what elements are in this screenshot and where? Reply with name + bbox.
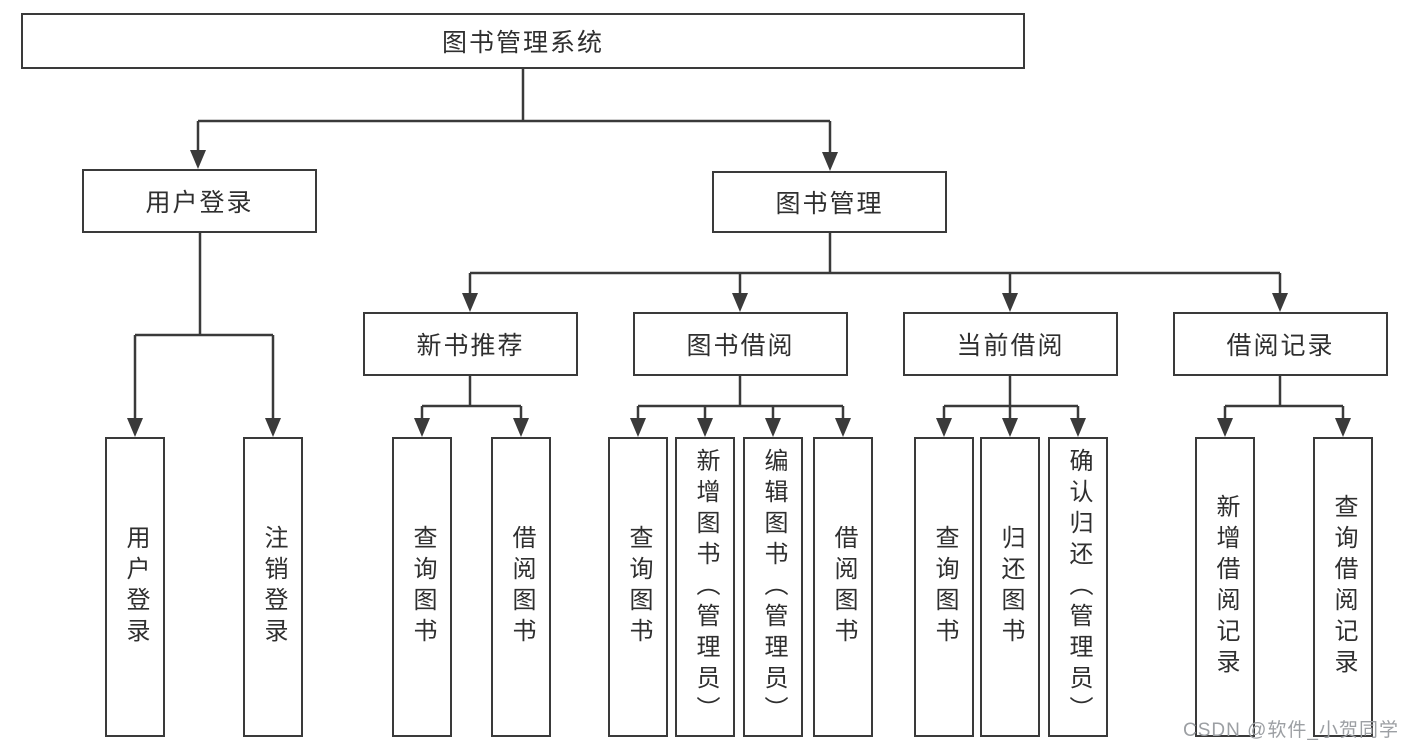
node-leaf-label: 确认归还（管理员） [1065,447,1092,727]
node-user-login: 用户登录 [82,169,317,233]
node-leaf-logout: 注销登录 [243,437,303,737]
node-book-management: 图书管理 [712,171,947,233]
node-leaf-label: 注销登录 [260,525,287,649]
node-leaf-return-book: 归还图书 [980,437,1040,737]
node-leaf-label: 新增图书（管理员） [692,447,719,727]
node-leaf-label: 借阅图书 [508,525,535,649]
node-leaf-confirm-return-admin: 确认归还（管理员） [1048,437,1108,737]
node-leaf-label: 查询借阅记录 [1330,494,1357,680]
node-leaf-query-book-3: 查询图书 [914,437,974,737]
node-leaf-query-borrow-record: 查询借阅记录 [1313,437,1373,737]
node-leaf-borrow-book-1: 借阅图书 [491,437,551,737]
node-leaf-user-login: 用户登录 [105,437,165,737]
node-leaf-borrow-book-2: 借阅图书 [813,437,873,737]
node-book-borrow: 图书借阅 [633,312,848,376]
node-root: 图书管理系统 [21,13,1025,69]
node-leaf-label: 查询图书 [409,525,436,649]
node-leaf-add-borrow-record: 新增借阅记录 [1195,437,1255,737]
node-leaf-label: 查询图书 [625,525,652,649]
node-leaf-label: 新增借阅记录 [1212,494,1239,680]
node-current-borrow: 当前借阅 [903,312,1118,376]
node-leaf-label: 查询图书 [931,525,958,649]
node-leaf-query-book-1: 查询图书 [392,437,452,737]
node-leaf-label: 编辑图书（管理员） [760,447,787,727]
node-new-book-recommend: 新书推荐 [363,312,578,376]
node-leaf-edit-book-admin: 编辑图书（管理员） [743,437,803,737]
node-leaf-label: 归还图书 [997,525,1024,649]
node-borrow-records: 借阅记录 [1173,312,1388,376]
node-leaf-add-book-admin: 新增图书（管理员） [675,437,735,737]
node-leaf-label: 用户登录 [122,525,149,649]
csdn-watermark: CSDN @软件_小贺同学 [1183,720,1399,741]
node-leaf-query-book-2: 查询图书 [608,437,668,737]
node-leaf-label: 借阅图书 [830,525,857,649]
